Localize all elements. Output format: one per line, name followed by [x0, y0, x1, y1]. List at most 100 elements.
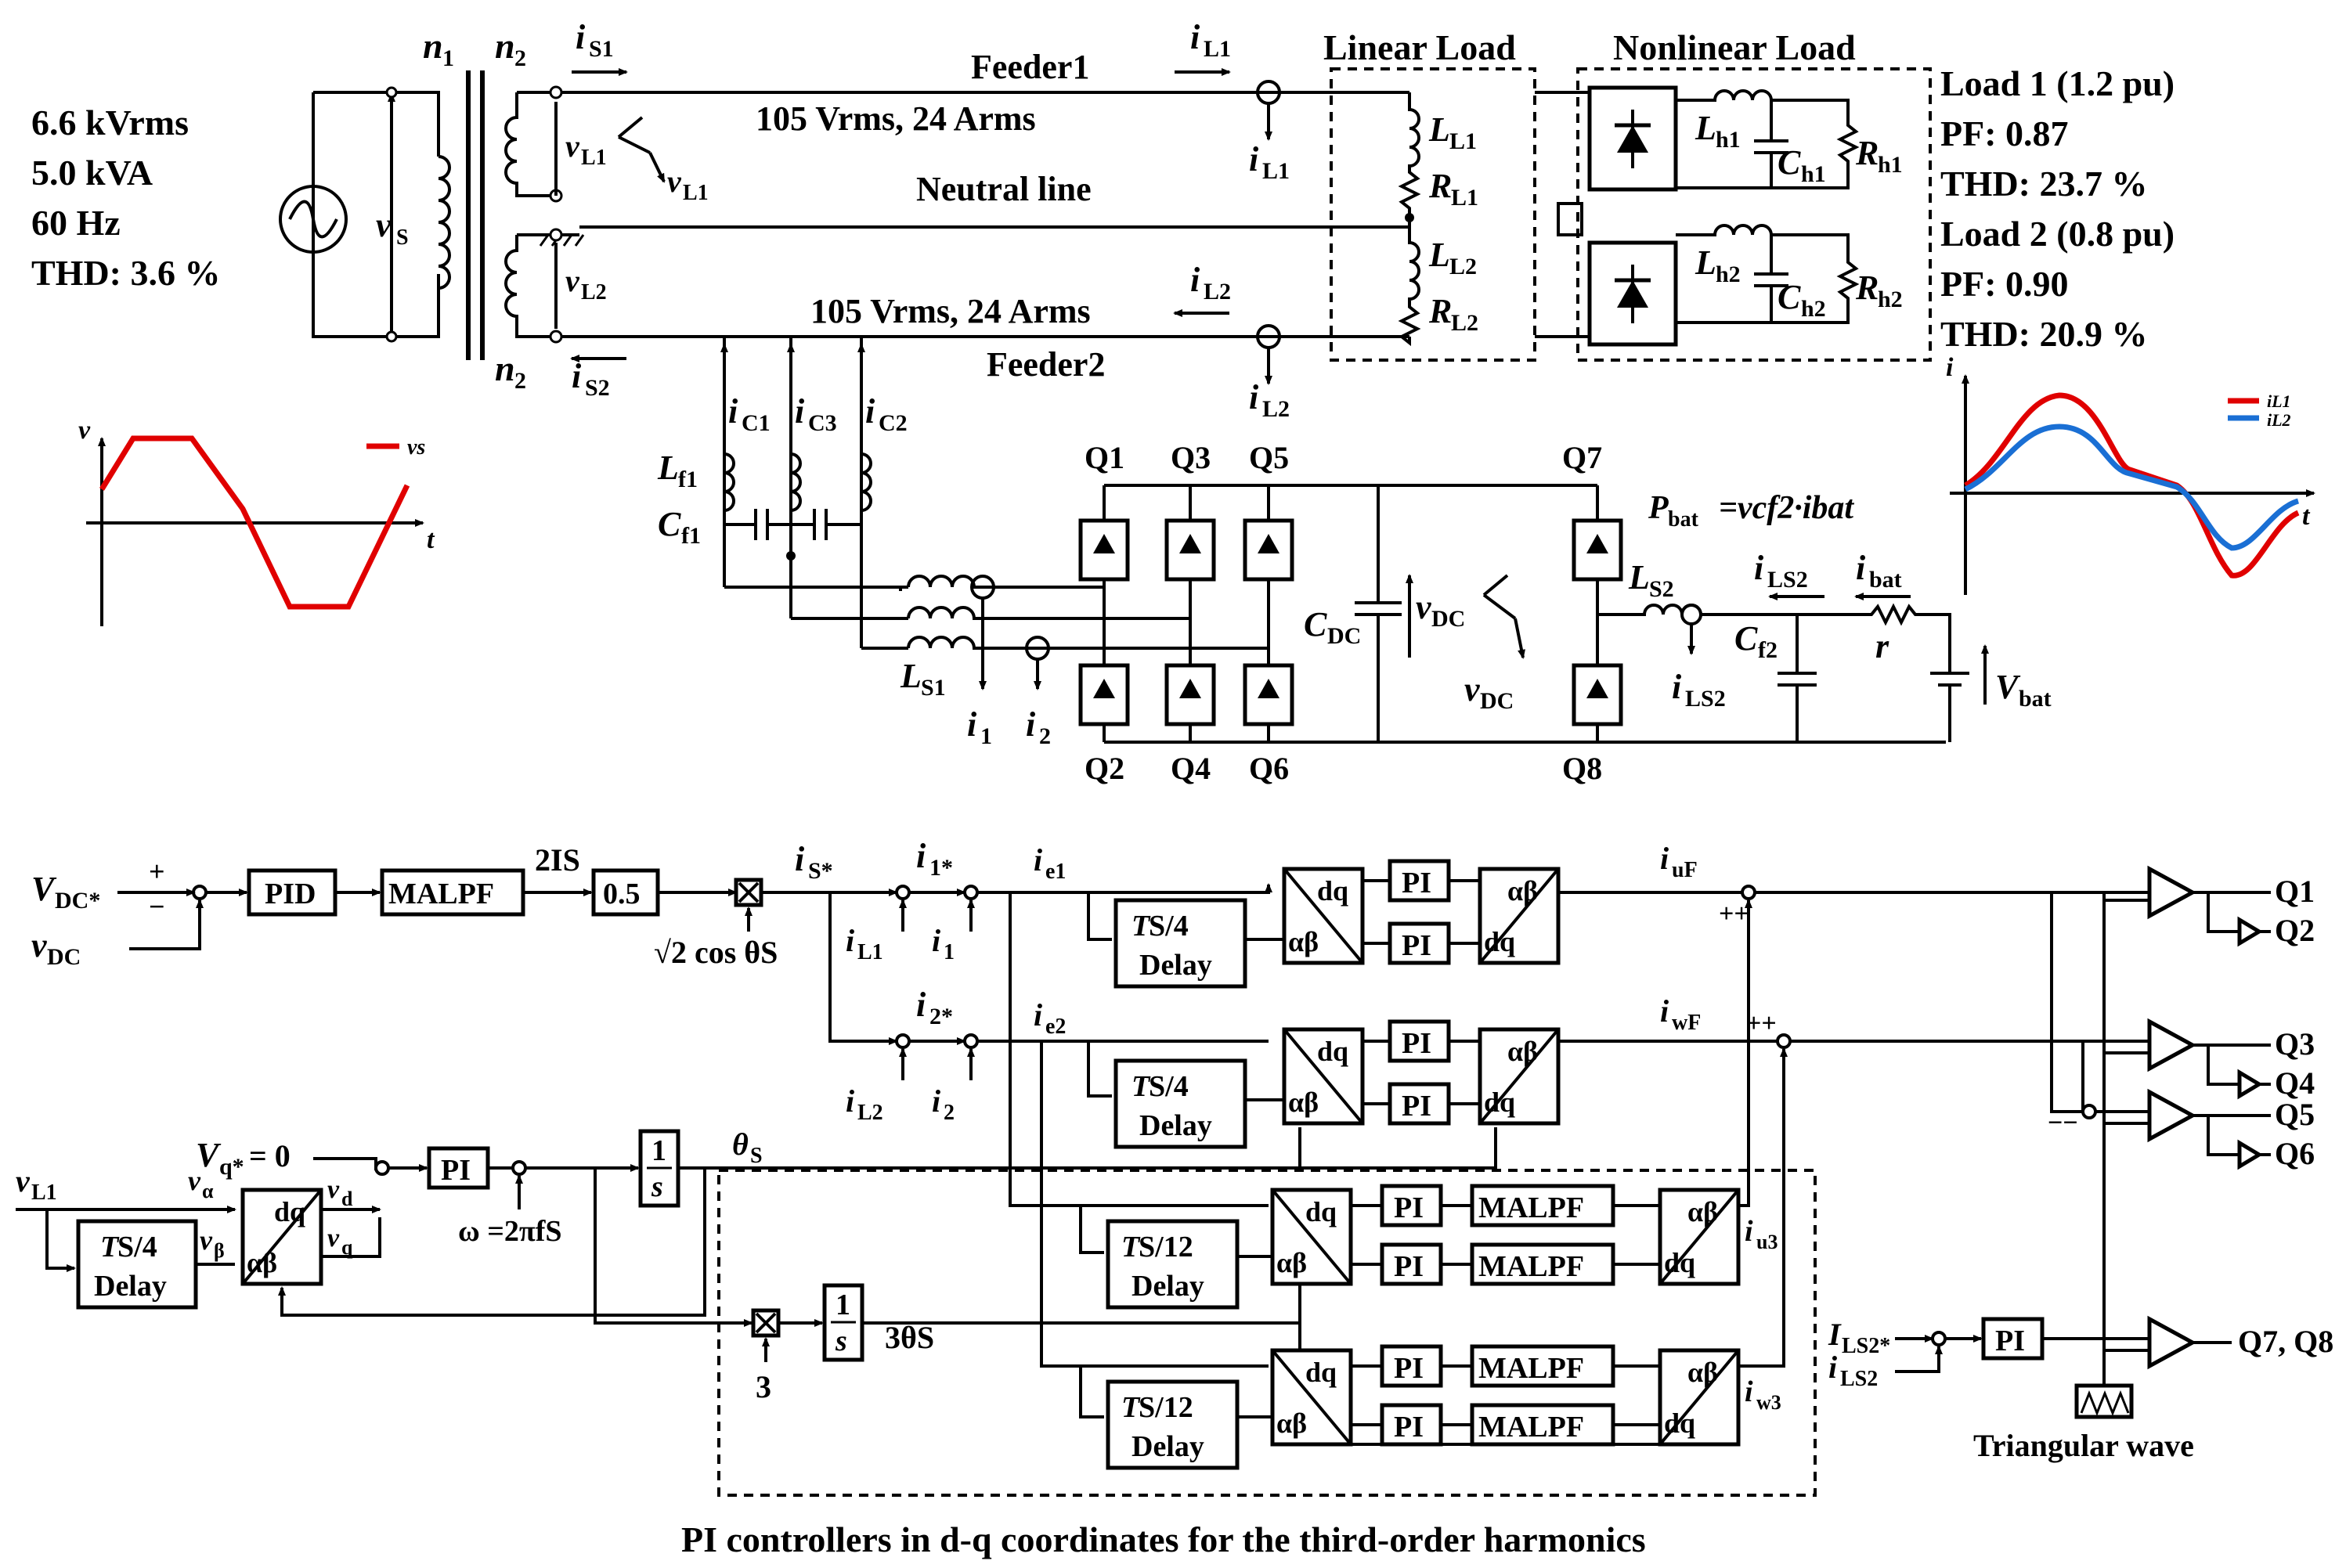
- svg-text:ω =2πfS: ω =2πfS: [458, 1215, 562, 1248]
- svg-text:T: T: [1131, 1070, 1151, 1103]
- svg-text:I: I: [1828, 1317, 1842, 1352]
- svg-text:1*: 1*: [929, 855, 953, 881]
- svg-text:LS2: LS2: [1840, 1367, 1878, 1391]
- svg-text:MALPF: MALPF: [1478, 1191, 1584, 1224]
- svg-text:S/12: S/12: [1139, 1391, 1193, 1424]
- third-harmonic-caption: PI controllers in d-q coordinates for th…: [681, 1519, 1646, 1559]
- svg-text:PI: PI: [1394, 1191, 1424, 1224]
- switch-q7: [1572, 518, 1623, 582]
- svg-text:i: i: [1745, 1375, 1753, 1408]
- svg-text:αβ: αβ: [1288, 1087, 1319, 1118]
- svg-text:dq: dq: [1305, 1357, 1337, 1388]
- svg-text:αβ: αβ: [1276, 1408, 1307, 1439]
- svg-text:C: C: [1304, 605, 1327, 643]
- switch-q2: [1078, 663, 1130, 726]
- svg-text:f2: f2: [1758, 637, 1778, 663]
- feeder2-rating: 105 Vrms, 24 Arms: [810, 292, 1091, 330]
- svg-text:n: n: [495, 348, 515, 388]
- svg-text:bat: bat: [1869, 567, 1902, 593]
- svg-text:C: C: [1734, 619, 1758, 658]
- svg-text:L: L: [1695, 243, 1716, 282]
- svg-text:v: v: [565, 263, 580, 298]
- svg-text:s: s: [651, 1170, 663, 1203]
- source-thd: THD: 3.6 %: [31, 253, 221, 293]
- svg-text:i: i: [1672, 668, 1682, 706]
- load1-pf: PF: 0.87: [1940, 114, 2069, 153]
- load2-thd: THD: 20.9 %: [1940, 314, 2148, 354]
- svg-text:L: L: [1695, 109, 1716, 147]
- svg-text:Q3: Q3: [2275, 1026, 2315, 1062]
- svg-text:i: i: [846, 923, 854, 958]
- svg-text:L: L: [657, 449, 679, 487]
- svg-text:dq: dq: [1484, 926, 1515, 957]
- comparator-q3: [2147, 1018, 2197, 1072]
- svg-text:L1: L1: [1451, 185, 1478, 211]
- svg-text:i: i: [1660, 841, 1669, 876]
- svg-text:dq: dq: [1484, 1087, 1515, 1118]
- svg-text:R: R: [1855, 134, 1879, 172]
- svg-text:2: 2: [944, 1101, 955, 1125]
- svg-text:i: i: [572, 357, 582, 395]
- svg-text:Q4: Q4: [1171, 751, 1211, 786]
- svg-text:Q2: Q2: [2275, 913, 2315, 948]
- svg-text:h1: h1: [1801, 161, 1826, 187]
- svg-text:i: i: [1249, 140, 1259, 178]
- iL2-trace: [1964, 424, 2300, 551]
- svg-text:PI: PI: [1995, 1325, 2025, 1357]
- svg-text:MALPF: MALPF: [1478, 1352, 1584, 1385]
- svg-text:Delay: Delay: [94, 1270, 167, 1303]
- svg-text:S/4: S/4: [1149, 910, 1189, 943]
- ac-source: v S: [279, 86, 451, 343]
- svg-text:dq: dq: [1664, 1247, 1695, 1278]
- switch-q8: [1572, 663, 1623, 726]
- svg-text:Q7: Q7: [1562, 440, 1602, 475]
- svg-text:h2: h2: [1716, 261, 1741, 287]
- pi-battery: [1981, 1317, 2045, 1361]
- svg-text:L2: L2: [1262, 396, 1290, 422]
- svg-text:1: 1: [442, 45, 454, 71]
- svg-text:i: i: [576, 18, 586, 56]
- source-specs: 6.6 kVrms 5.0 kVA 60 Hz THD: 3.6 %: [31, 103, 221, 293]
- svg-text:2: 2: [514, 368, 526, 394]
- load2-title: Load 2 (0.8 pu): [1940, 214, 2175, 254]
- svg-text:i: i: [846, 1083, 854, 1119]
- svg-text:h1: h1: [1878, 152, 1903, 178]
- svg-text:DC: DC: [1327, 623, 1361, 649]
- linear-load-title: Linear Load: [1323, 27, 1516, 67]
- svg-text:C: C: [658, 505, 681, 543]
- svg-text:β: β: [214, 1239, 225, 1262]
- nonlinear-load-title: Nonlinear Load: [1613, 27, 1856, 67]
- svg-text:e2: e2: [1045, 1015, 1066, 1039]
- svg-text:S2: S2: [1649, 576, 1674, 602]
- svg-text:i: i: [1754, 549, 1764, 587]
- svg-text:2IS: 2IS: [535, 842, 580, 878]
- svg-text:i: i: [916, 986, 926, 1024]
- third-harmonic-region: [717, 1169, 1817, 1497]
- svg-text:= 0: = 0: [249, 1138, 291, 1173]
- svg-text:PI: PI: [1394, 1250, 1424, 1283]
- svg-text:PID: PID: [265, 878, 316, 910]
- svg-text:LS2: LS2: [1685, 686, 1726, 712]
- load-current-waveform: i t iL1 iL2: [1946, 353, 2315, 595]
- svg-text:T: T: [1121, 1391, 1141, 1424]
- svg-text:h1: h1: [1716, 127, 1741, 153]
- svg-text:v: v: [376, 206, 392, 244]
- svg-text:PI: PI: [1402, 929, 1431, 962]
- svg-text:PI: PI: [1402, 1027, 1431, 1060]
- svg-text:L: L: [1428, 236, 1450, 274]
- svg-text:T: T: [1121, 1231, 1141, 1263]
- svg-text:Delay: Delay: [1139, 1109, 1212, 1142]
- feeder1-rating: 105 Vrms, 24 Arms: [756, 99, 1036, 138]
- svg-text:2: 2: [514, 45, 526, 71]
- svg-text:α: α: [202, 1180, 214, 1202]
- svg-text:L1: L1: [581, 146, 607, 170]
- svg-text:bat: bat: [2019, 686, 2052, 712]
- svg-text:w3: w3: [1756, 1391, 1781, 1414]
- svg-text:h2: h2: [1878, 287, 1903, 312]
- svg-text:Delay: Delay: [1131, 1430, 1204, 1463]
- feeder1-label: Feeder1: [971, 48, 1089, 86]
- svg-text:√2 cos θS: √2 cos θS: [654, 935, 778, 970]
- svg-text:L2: L2: [1204, 279, 1231, 305]
